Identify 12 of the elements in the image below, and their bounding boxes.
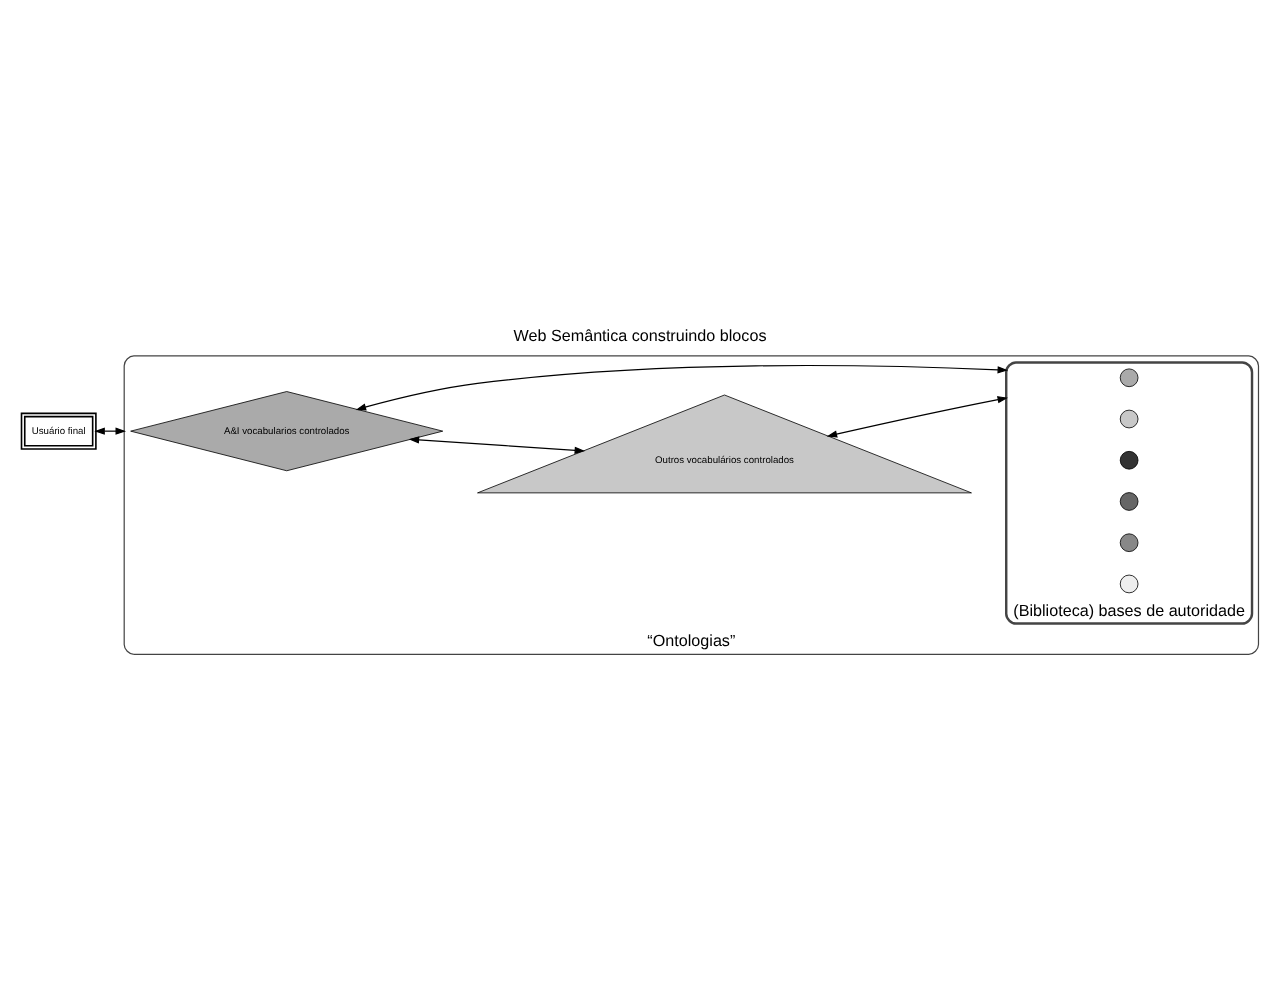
cluster: (Biblioteca) bases de autoridade bbox=[1005, 360, 1254, 624]
arrow bbox=[408, 435, 586, 453]
node-circle bbox=[1119, 408, 1139, 428]
arrow bbox=[355, 363, 1009, 410]
node-circle bbox=[1119, 449, 1139, 469]
node-circle bbox=[1119, 532, 1139, 552]
arrow bbox=[826, 395, 1009, 437]
arrow bbox=[94, 426, 127, 434]
node-circle bbox=[1119, 367, 1139, 387]
diagram-title: Web Semântica construindo blocos bbox=[513, 326, 767, 345]
node-circle bbox=[1119, 573, 1139, 593]
node-circle bbox=[1119, 491, 1139, 510]
